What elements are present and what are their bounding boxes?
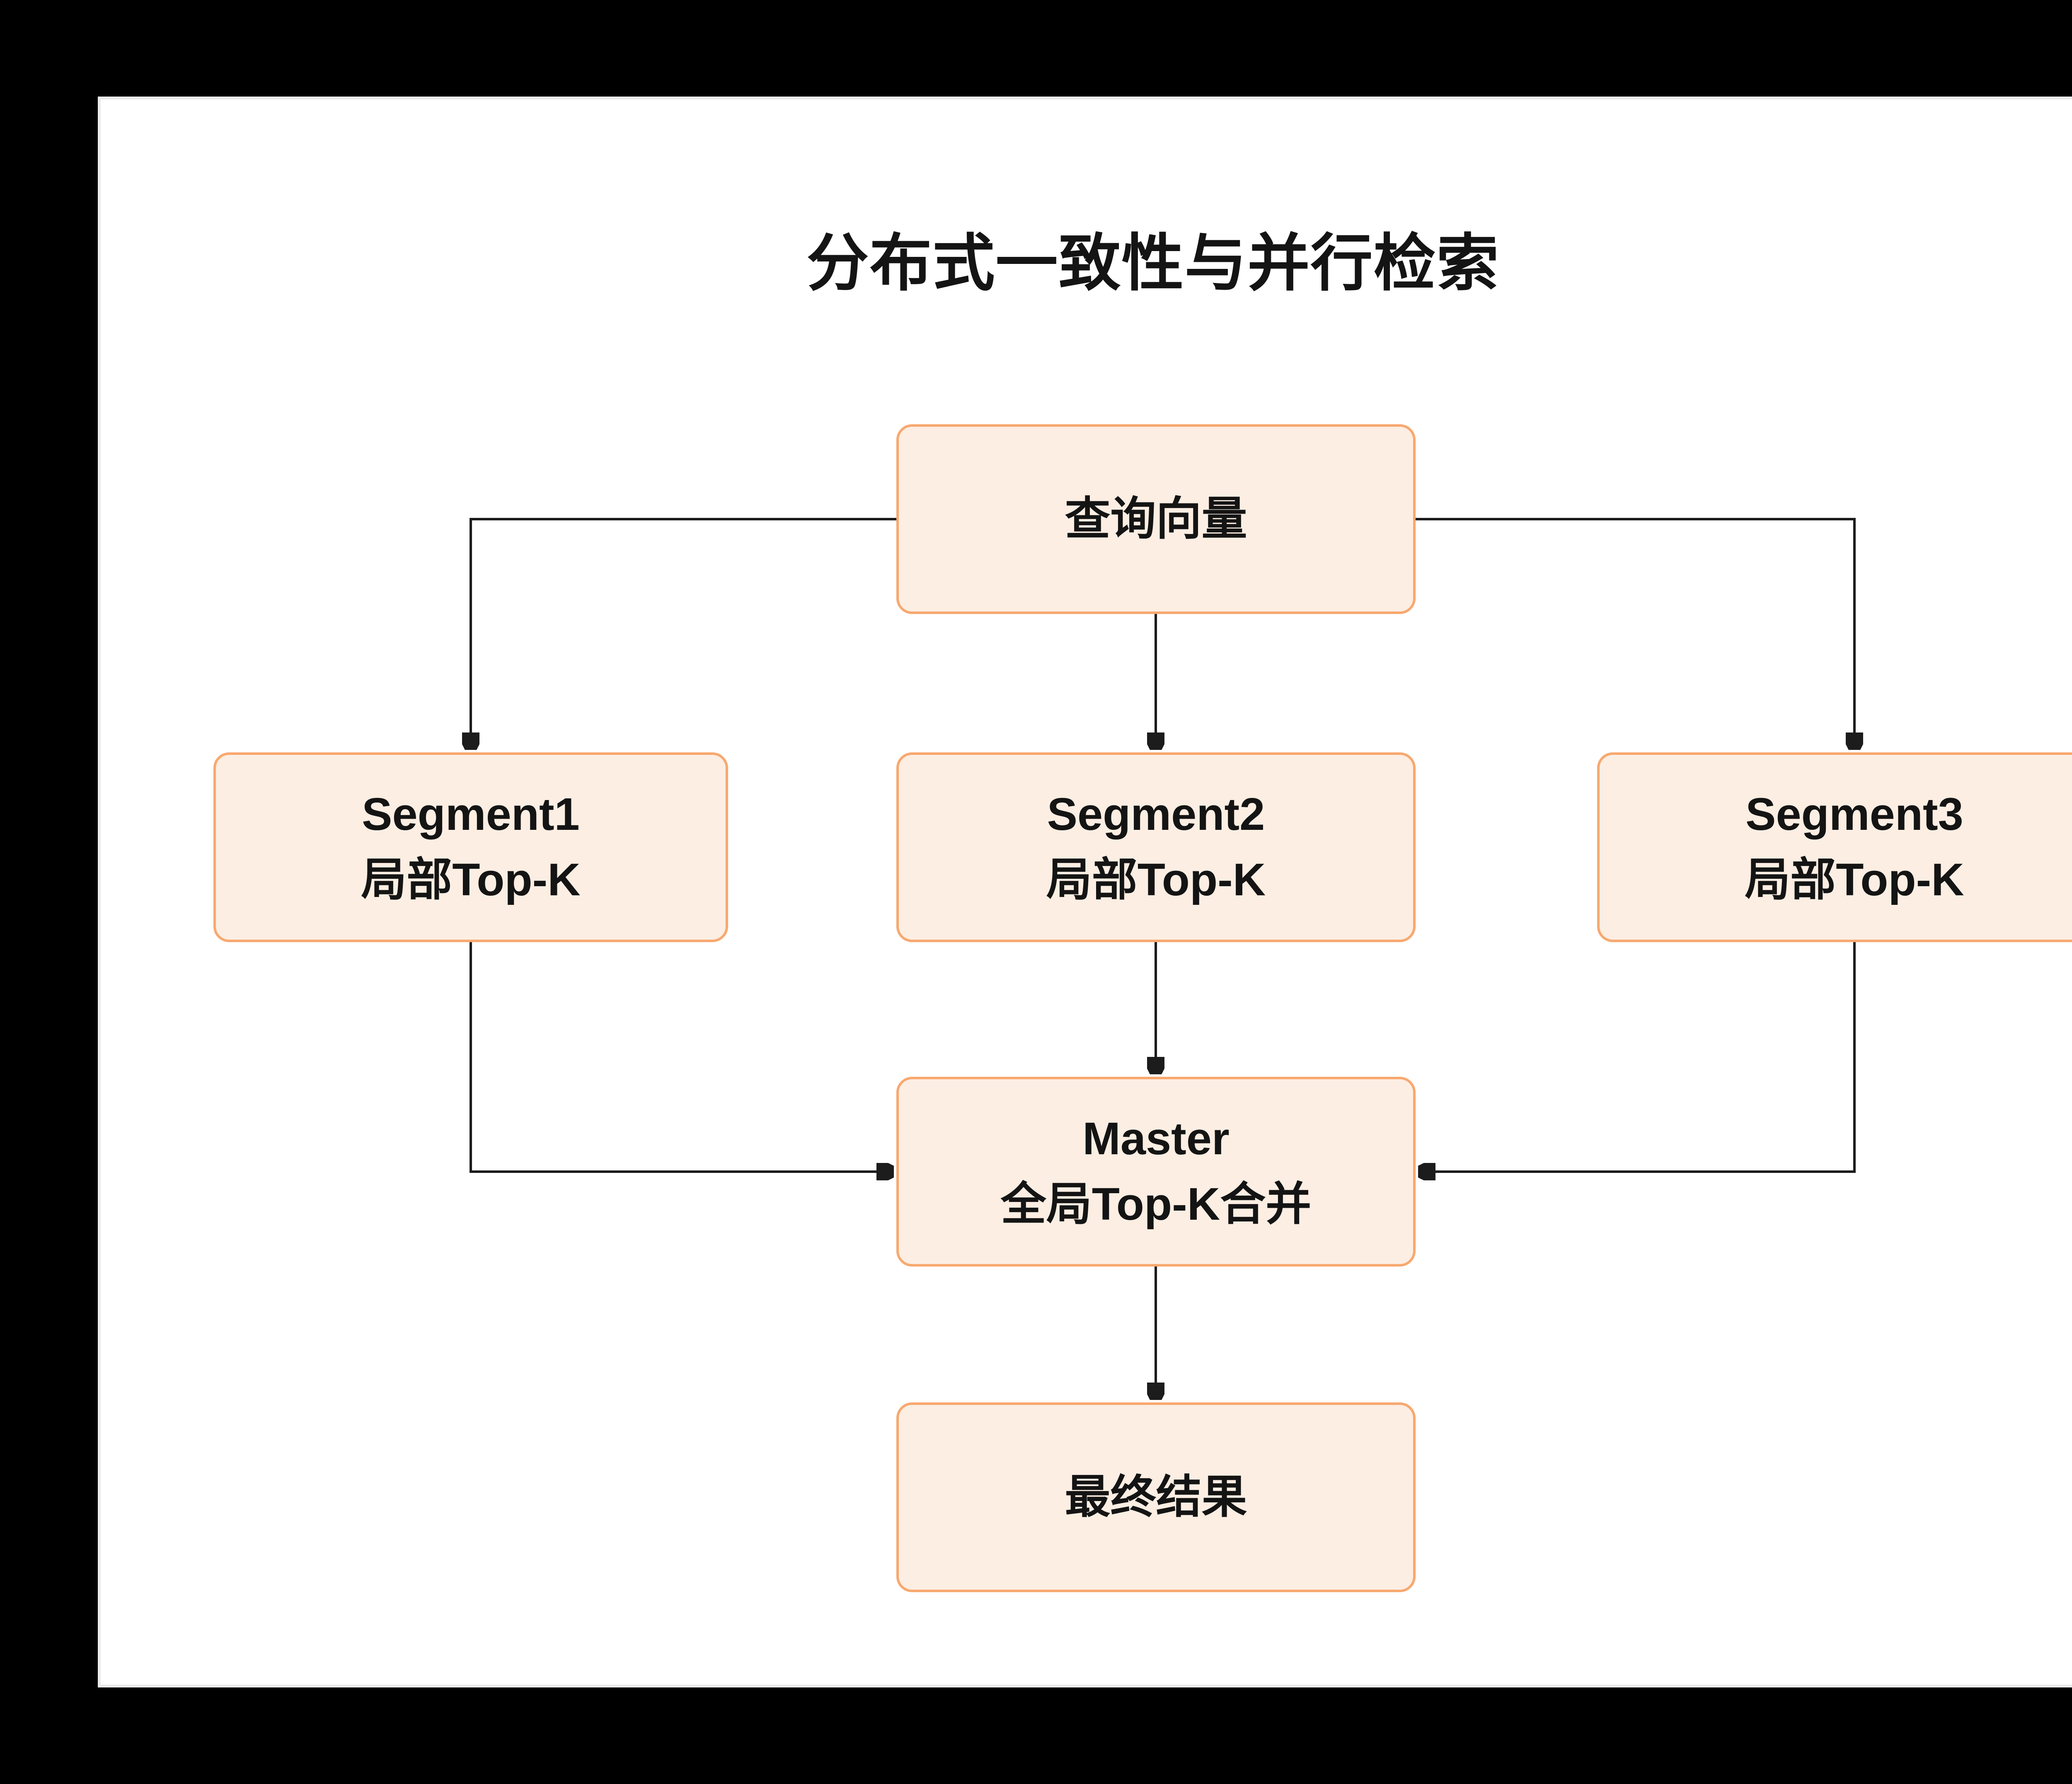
node-final-result: 最终结果	[896, 1402, 1416, 1592]
node-master-name: Master	[1082, 1113, 1230, 1164]
diagram-title: 分布式一致性与并行检索	[806, 228, 1500, 298]
node-query-vector: 查询向量	[896, 424, 1416, 614]
node-segment2: Segment2 局部Top-K	[896, 752, 1416, 942]
node-master-merge-label: 全局Top-K合并	[1000, 1179, 1312, 1230]
node-segment3-topk-label: 局部Top-K	[1745, 854, 1964, 905]
node-master-merge: Master 全局Top-K合并	[896, 1077, 1416, 1267]
node-segment1-topk-label: 局部Top-K	[361, 854, 581, 905]
node-segment2-topk-label: 局部Top-K	[1046, 854, 1266, 905]
node-segment3: Segment3 局部Top-K	[1597, 752, 2072, 942]
node-segment1-name: Segment1	[362, 789, 580, 840]
node-query-vector-label: 查询向量	[1065, 493, 1247, 544]
node-segment1: Segment1 局部Top-K	[213, 752, 728, 942]
node-segment2-name: Segment2	[1047, 789, 1265, 840]
node-segment3-name: Segment3	[1745, 789, 1963, 840]
node-final-result-label: 最终结果	[1065, 1472, 1247, 1523]
